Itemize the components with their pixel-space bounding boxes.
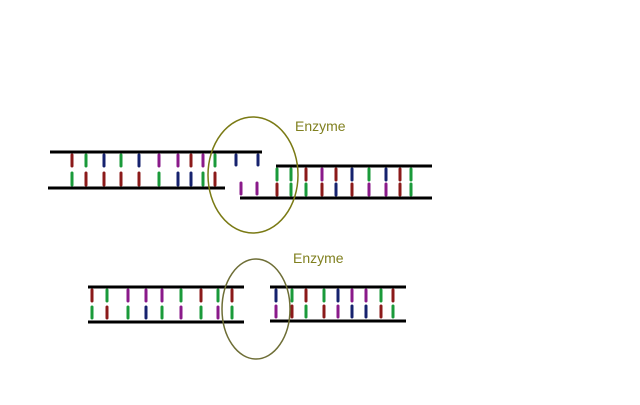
bottom-dna-assembly	[88, 258, 406, 360]
top-dna-assembly	[48, 116, 432, 234]
top-enzyme-ellipse	[207, 116, 299, 234]
enzyme-label-bottom: Enzyme	[293, 250, 344, 266]
bottom-right-base-pairs	[274, 288, 395, 319]
top-right-base-pairs	[275, 167, 413, 197]
top-left-base-pairs	[70, 153, 260, 196]
enzyme-label-top: Enzyme	[295, 118, 346, 134]
bottom-left-base-pairs	[90, 288, 234, 320]
bottom-enzyme-ellipse	[221, 258, 291, 360]
